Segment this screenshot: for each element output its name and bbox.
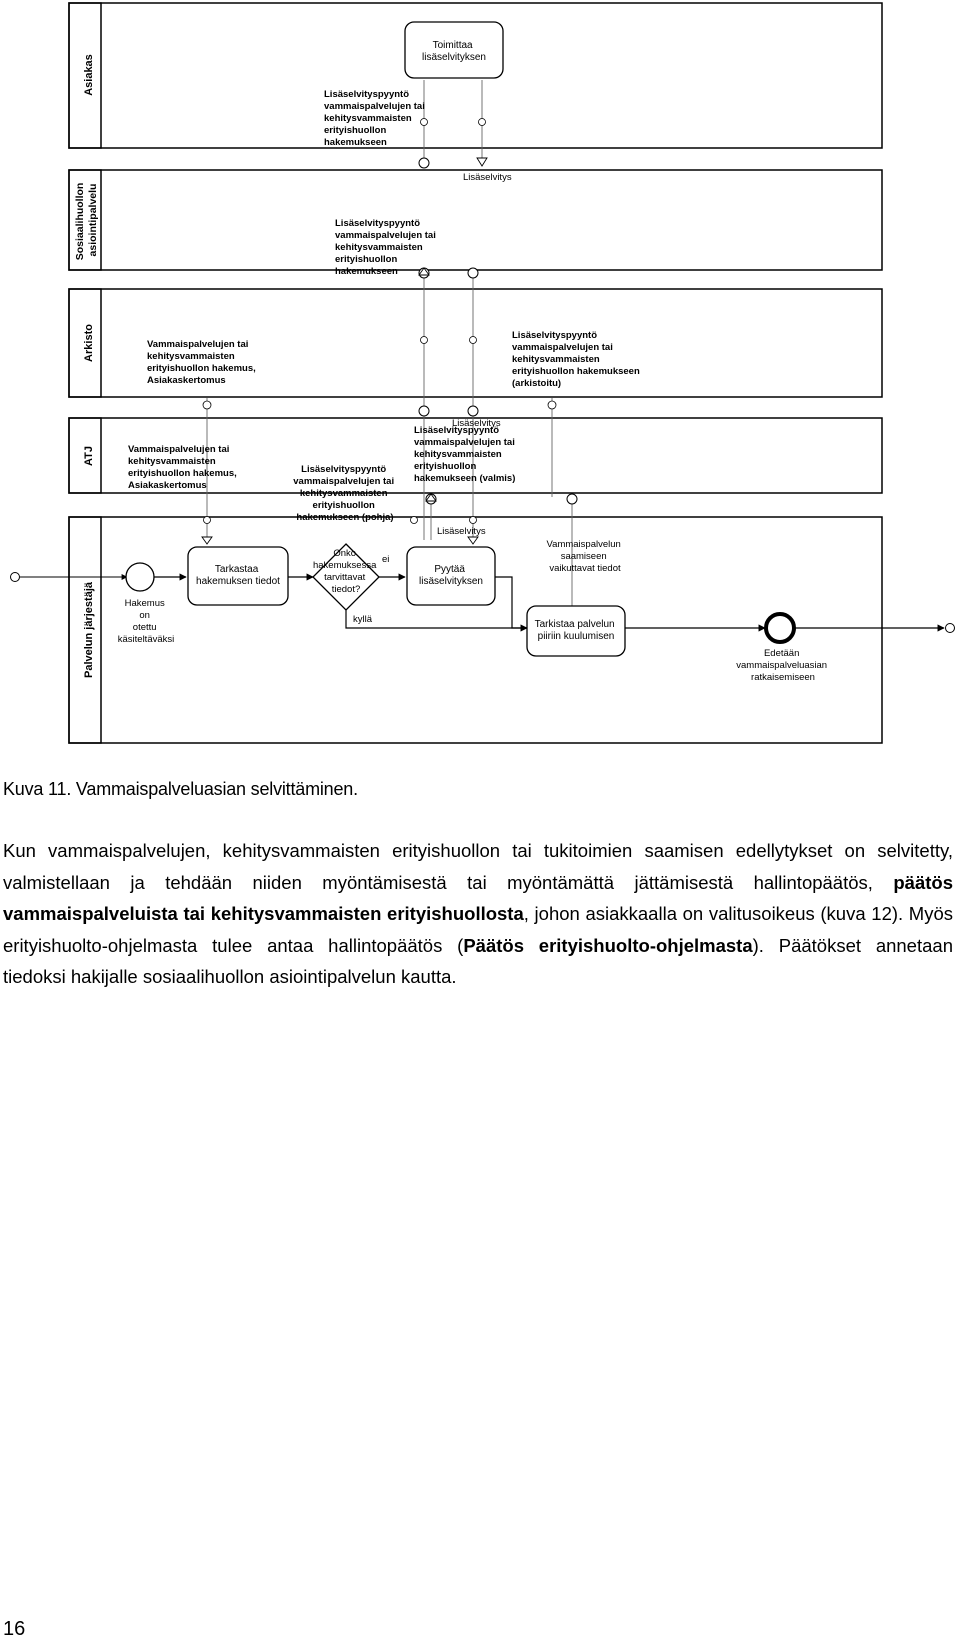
task-tarkastaa-line-1: Tarkastaa xyxy=(215,564,259,575)
start-event-label-1: Hakemus xyxy=(125,598,165,609)
lane-label-asiointi-2: asiointipalvelu xyxy=(87,184,99,257)
task-pyytaa: Pyytää lisäselvityksen xyxy=(406,546,496,606)
flow-end-circle xyxy=(418,157,430,169)
lane-label-asiakas: Asiakas xyxy=(83,54,95,96)
lisaselvitys-label-atj: Lisäselvitys xyxy=(452,418,501,429)
paragraph-text: , johon asiakkaalla on valitusoikeus (ku… xyxy=(3,903,953,956)
task-tarkistaa-line-1: Tarkistaa palvelun xyxy=(535,619,615,630)
end-event-label-1: Edetään xyxy=(764,648,799,659)
gateway-label-3: tarvittavat xyxy=(324,572,366,583)
lane-label-arkisto: Arkisto xyxy=(83,324,95,362)
doc-atj-draft-request: Lisäselvityspyyntö vammaispalvelujen tai… xyxy=(293,464,397,523)
flow-end-circle xyxy=(418,405,430,417)
doc-connector xyxy=(203,516,211,524)
task-pyytaa-line-1: Pyytää xyxy=(434,564,465,575)
page-number: 16 xyxy=(3,1618,26,1640)
body-paragraph: Kun vammaispalvelujen, kehitysvammaisten… xyxy=(3,835,953,993)
paragraph-text: Kun vammaispalvelujen, kehitysvammaisten… xyxy=(3,840,953,893)
gateway-label-1: Onko xyxy=(333,548,356,559)
doc-arkisto-request: Lisäselvityspyyntö vammaispalvelujen tai… xyxy=(512,330,642,389)
svg-text:Toimittaa lisäselvitykse: Toimittaa lisäselvityksen xyxy=(422,40,486,63)
gateway-label-2: hakemuksessa xyxy=(313,560,377,571)
task-tarkastaa-line-2: hakemuksen tiedot xyxy=(196,576,280,587)
doc-connector xyxy=(547,400,557,410)
flow-end-circle xyxy=(467,405,479,417)
svg-text:Tarkistaa palvelun piiri: Tarkistaa palvelun piiriin kuulumisen xyxy=(535,619,618,642)
down-triangle xyxy=(201,536,213,545)
doc-asiointi-request: Lisäselvityspyyntö vammaispalvelujen tai… xyxy=(335,218,439,277)
gateway-yes-label: kyllä xyxy=(353,614,373,625)
gateway-no-label: ei xyxy=(382,554,389,565)
lane-label-atj: ATJ xyxy=(83,446,95,466)
svg-text:Edetään vammaispalveluasia: Edetään vammaispalveluasian ratkaisemise… xyxy=(736,648,829,683)
doc-vammaispalvelun-tiedot: Vammaispalvelun saamiseen vaikuttavat ti… xyxy=(547,539,624,574)
down-triangle xyxy=(476,157,488,167)
paragraph-emphasis: Päätös erityishuolto-ohjelmasta xyxy=(463,934,753,956)
task-toimittaa-line-2: lisäselvityksen xyxy=(422,52,486,63)
doc-connector xyxy=(478,118,486,126)
lane-atj: ATJ xyxy=(68,417,883,494)
offpage-connector-right xyxy=(945,623,955,633)
lane-arkisto: Arkisto xyxy=(68,288,883,398)
start-event xyxy=(125,562,155,592)
task-tarkastaa: Tarkastaa hakemuksen tiedot xyxy=(187,546,289,606)
doc-connector xyxy=(410,516,418,524)
gateway-tiedot: Onko hakemuksessa tarvittavat tiedot? ei… xyxy=(312,543,389,625)
offpage-connector-left xyxy=(10,572,20,582)
doc-asiakas-request: Lisäselvityspyyntö vammaispalvelujen tai… xyxy=(324,89,428,148)
start-event-label-2: on xyxy=(139,610,150,621)
end-event-label-2: vammaispalveluasian xyxy=(736,660,827,671)
lisaselvitys-label-jarjestaja: Lisäselvitys xyxy=(437,526,486,537)
svg-text:Onko hakemuksessa: Onko hakemuksessa tarvittavat tiedot? xyxy=(313,548,379,595)
doc-arkisto-application: Vammaispalvelujen tai kehitysvammaisten … xyxy=(147,339,258,386)
doc-atj-application: Vammaispalvelujen tai kehitysvammaisten … xyxy=(128,444,239,491)
lane-palvelun-jarjestaja: Palvelun järjestäjä xyxy=(68,516,883,744)
lisaselvitys-label-asiointi: Lisäselvitys xyxy=(463,172,512,183)
start-event-label-3: otettu xyxy=(133,622,157,633)
doc-connector xyxy=(469,516,477,524)
lane-asiointipalvelu: Sosiaalihuollon asiointipalvelu xyxy=(68,169,883,271)
flow-end-circle xyxy=(467,267,479,279)
task-pyytaa-line-2: lisäselvityksen xyxy=(419,576,483,587)
up-triangle xyxy=(418,267,430,276)
task-toimittaa: Toimittaa lisäselvityksen xyxy=(404,21,504,79)
gateway-label-4: tiedot? xyxy=(332,584,361,595)
start-event-label-4: käsiteltäväksi xyxy=(118,634,175,645)
doc-connector xyxy=(420,118,428,126)
lane-asiakas: Asiakas xyxy=(68,2,883,149)
svg-text:Tarkastaa hakemuksen tie: Tarkastaa hakemuksen tiedot xyxy=(196,564,280,587)
doc-connector xyxy=(469,336,477,344)
svg-text:Pyytää lisäselvityksen: Pyytää lisäselvityksen xyxy=(419,564,483,587)
svg-text:Sosiaalihuollon asiointi: Sosiaalihuollon asiointipalvelu xyxy=(74,180,99,261)
process-diagram: Asiakas Sosiaalihuollon asiointipalvelu … xyxy=(10,2,955,744)
lane-label-asiointi-1: Sosiaalihuollon xyxy=(74,183,86,261)
end-event xyxy=(764,612,796,644)
up-triangle xyxy=(425,493,437,502)
task-toimittaa-line-1: Toimittaa xyxy=(433,40,473,51)
paragraph-emphasis: päätös vammaispalveluista tai kehitysvam… xyxy=(3,871,953,925)
down-triangle xyxy=(467,536,479,545)
paragraph-text: ). Päätökset annetaan tiedoksi hakijalle… xyxy=(3,934,953,988)
lane-label-palvelun-jarjestaja: Palvelun järjestäjä xyxy=(83,581,95,678)
task-tarkistaa-line-2: piiriin kuulumisen xyxy=(538,631,615,642)
figure-caption: Kuva 11. Vammaispalveluasian selvittämin… xyxy=(3,779,358,799)
end-event-label-3: ratkaisemiseen xyxy=(751,672,815,683)
svg-text:Hakemus on otettu: Hakemus on otettu käsiteltäväksi xyxy=(118,598,175,645)
sequence-flows xyxy=(148,573,945,632)
doc-connector xyxy=(420,336,428,344)
task-tarkistaa: Tarkistaa palvelun piiriin kuulumisen xyxy=(526,605,626,657)
doc-connector xyxy=(202,400,212,410)
doc-atj-ready-request: Lisäselvityspyyntö vammaispalvelujen tai… xyxy=(414,425,518,484)
flow-end-circle xyxy=(566,493,578,505)
